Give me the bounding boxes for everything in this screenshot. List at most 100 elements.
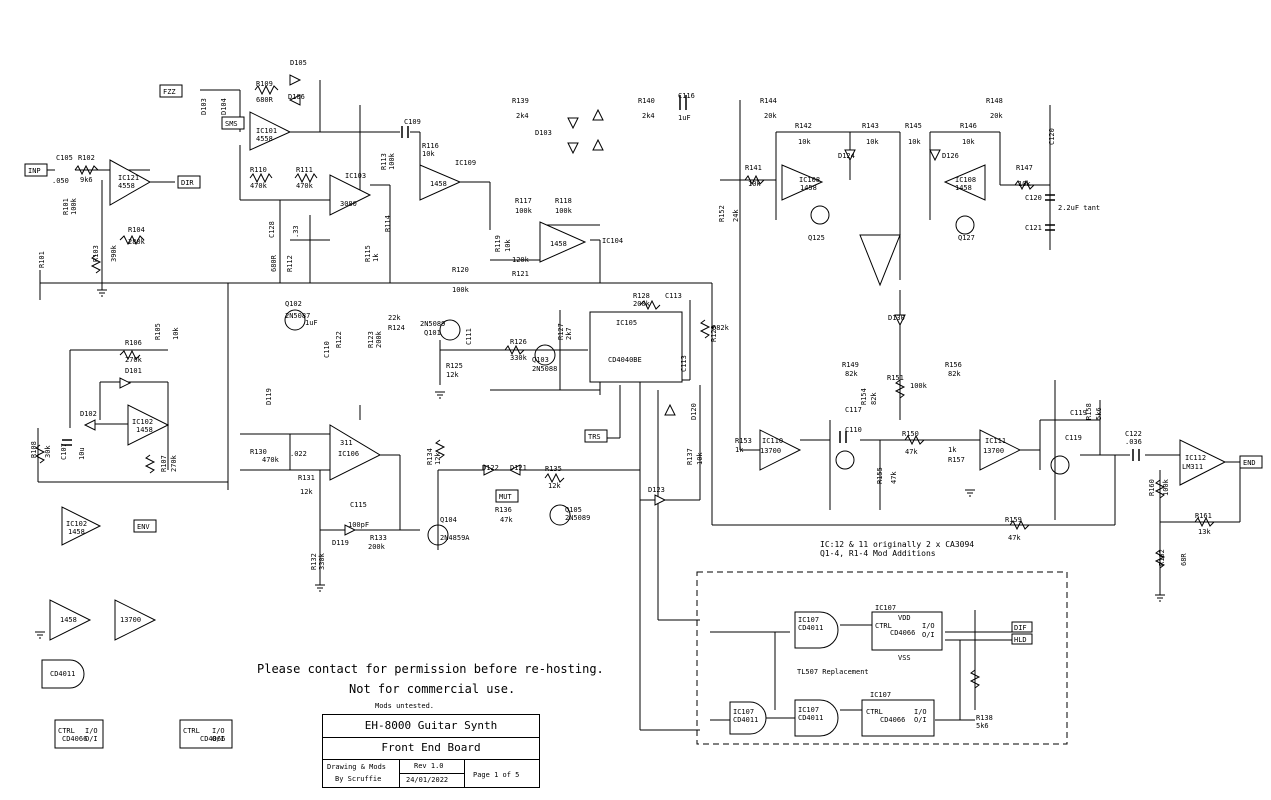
spare-13700-type: 13700: [120, 616, 141, 624]
ic108b-opamp: [943, 164, 986, 201]
capacitor-c117: [839, 431, 847, 443]
resistor-r134: [434, 439, 446, 459]
q103-label: Q103: [532, 356, 549, 364]
r149-value: 82k: [845, 370, 858, 378]
r134-label: R134: [426, 448, 434, 465]
d121-label: D121: [510, 464, 527, 472]
port-dir: [177, 175, 201, 189]
r161-value: 13k: [1198, 528, 1211, 536]
r103-value: 390k: [110, 245, 118, 262]
r105-value: 10k: [172, 327, 180, 340]
ic106-type: 311: [340, 439, 353, 447]
resistor-r110: [249, 172, 273, 184]
c112-label: C113: [665, 292, 682, 300]
port-fzz: [159, 84, 183, 98]
r115-value: 1k: [372, 253, 380, 262]
c107-value: 10u: [78, 447, 86, 460]
r154-label: R154: [860, 388, 868, 405]
ic105-type: CD4040BE: [608, 356, 642, 364]
r139-value: 2k4: [516, 112, 529, 120]
resistor-r103: [90, 254, 102, 274]
mod-dashed-box: [696, 571, 1068, 745]
r160-label: R160: [1148, 479, 1156, 496]
r111-value: 470k: [296, 182, 314, 190]
r110-value: 470k: [250, 182, 268, 190]
r148-value: 20k: [990, 112, 1003, 120]
d124-label: D124: [838, 152, 855, 160]
mods-untested-notice: Mods untested.: [375, 702, 435, 710]
ic107-nand-b-type: CD4011: [798, 714, 823, 722]
r110-label: R110: [250, 166, 267, 174]
resistor-r141: [744, 174, 765, 186]
spare-cd4066a-io: I/O: [85, 727, 98, 735]
ic109-type: 1458: [430, 180, 447, 188]
r149-label: R149: [842, 361, 859, 369]
r108-label: R108: [30, 441, 38, 458]
r146-label: R146: [960, 122, 977, 130]
ic110-type: 13700: [760, 447, 781, 455]
d104-ref: D104: [220, 98, 228, 115]
c105-label: C105: [56, 154, 73, 162]
ic-1458-spare: [49, 599, 92, 641]
r138-label: R138: [976, 714, 993, 722]
c107-label: C107: [60, 443, 68, 460]
resistor-r159: [1009, 519, 1030, 531]
r107-value: 270k: [170, 455, 178, 472]
r126-value: 330k: [510, 354, 528, 362]
r109-value: 680R: [256, 96, 274, 104]
ic107a-ctrl: CTRL: [875, 622, 892, 630]
ic107-nand-c: [729, 701, 767, 735]
ic103-label: IC103: [345, 172, 366, 180]
d119-label: D119: [332, 539, 349, 547]
transistor-q102: [284, 309, 306, 331]
d126-label: D126: [942, 152, 959, 160]
capacitor-c107: [62, 439, 72, 446]
ic-13700-spare: [114, 599, 157, 641]
port-sms: [221, 116, 245, 130]
r140-value: 2k4: [642, 112, 655, 120]
r150-label: R150: [902, 430, 919, 438]
title-block: EH-8000 Guitar Synth Front End Board Dra…: [322, 714, 540, 788]
r153-value: 1k: [735, 446, 744, 454]
ic112-label: IC112: [1185, 454, 1206, 462]
ic107-nand-b-label: IC107: [798, 706, 819, 714]
r156-label: R156: [945, 361, 962, 369]
transistor-q127: [955, 215, 975, 235]
r133-value: 200k: [368, 543, 386, 551]
c120-label: C120: [1025, 194, 1042, 202]
c101-label: R101: [38, 251, 46, 268]
diode-d102: [83, 419, 96, 431]
ic105-label: IC105: [616, 319, 637, 327]
r116-value: 10k: [422, 150, 435, 158]
resistor-r135: [544, 472, 565, 484]
ic107-nand-c-type: CD4011: [733, 716, 758, 724]
r143-value: 10k: [866, 138, 879, 146]
r161-label: R161: [1195, 512, 1212, 520]
r119-label: R119: [494, 235, 502, 252]
ic107-nand-a-label: IC107: [798, 616, 819, 624]
port-fzz-label: FZZ: [163, 88, 176, 96]
r102-value: 9k6: [80, 176, 93, 184]
port-trs-label: TRS: [588, 433, 601, 441]
r157-label: 1k: [948, 446, 957, 454]
ground-symbol: [965, 489, 975, 497]
spare-cd4066b-ctrl: CTRL: [183, 727, 200, 735]
spare-cd4066a-oi: O/I: [85, 735, 98, 743]
title-block-title: EH-8000 Guitar Synth: [323, 715, 539, 738]
r145-label: R145: [905, 122, 922, 130]
r137-label: R137: [686, 448, 694, 465]
port-trs: [584, 429, 608, 443]
resistor-r161: [1194, 516, 1215, 528]
c105-value: .050: [52, 177, 69, 185]
transistor-q104: [427, 524, 449, 546]
d103-ref: D103: [200, 98, 208, 115]
r140-label: R140: [638, 97, 655, 105]
q102-type: 2N5087: [285, 312, 310, 320]
r130-label: R130: [250, 448, 267, 456]
ic106-label: IC106: [338, 450, 359, 458]
r104-label: R104: [128, 226, 145, 234]
mod-additions-note: Q1-4, R1-4 Mod Additions: [820, 549, 936, 558]
r115-label: R115: [364, 245, 372, 262]
ic107-nand-a: [794, 611, 839, 649]
r114-label: R114: [384, 215, 392, 232]
